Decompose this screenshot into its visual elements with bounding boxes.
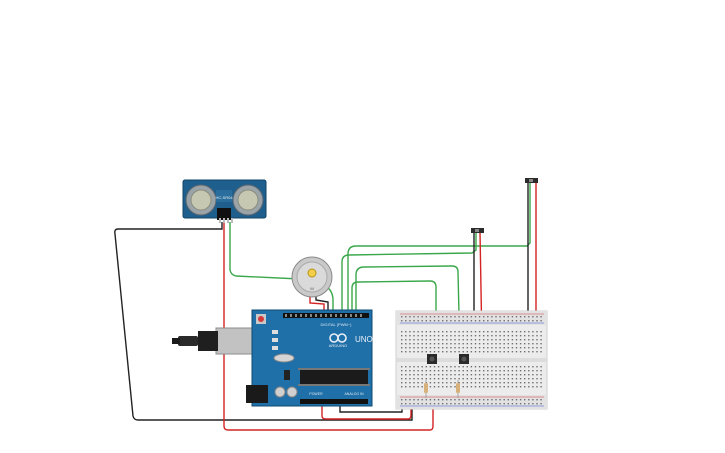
arduino-logo-icon bbox=[329, 333, 347, 343]
usb-cable bbox=[178, 336, 198, 346]
motor-label: M bbox=[310, 286, 313, 291]
capacitor bbox=[274, 386, 286, 398]
breadboard[interactable] bbox=[395, 310, 548, 410]
power-label: POWER bbox=[309, 392, 323, 396]
sensor-label: HC-SR04 bbox=[215, 195, 233, 200]
wire-5v[interactable] bbox=[321, 404, 412, 420]
wire-motor-red[interactable] bbox=[309, 295, 325, 313]
wire-switch-right[interactable] bbox=[347, 183, 531, 313]
wire-button-1[interactable] bbox=[351, 280, 437, 356]
wire-switch-mid[interactable] bbox=[341, 232, 477, 313]
wire-vcc-sensor[interactable] bbox=[223, 222, 434, 431]
resistor-2[interactable] bbox=[456, 380, 460, 398]
push-button-1[interactable] bbox=[427, 354, 437, 364]
microcontroller-chip bbox=[300, 370, 368, 384]
header-label: DIGITAL (PWM~) bbox=[321, 322, 353, 327]
wire-trig[interactable] bbox=[229, 222, 334, 313]
arduino-uno[interactable]: DIGITAL (PWM~) ARDUINO UNO POWER ANALOG … bbox=[172, 309, 373, 407]
wire-gnd-sensor[interactable] bbox=[114, 222, 413, 421]
push-button-2[interactable] bbox=[459, 354, 469, 364]
breadboard-holes bbox=[401, 316, 542, 405]
wire-button-2[interactable] bbox=[355, 265, 461, 357]
power-jack[interactable] bbox=[246, 385, 268, 403]
ultrasonic-sensor[interactable]: HC-SR04 bbox=[182, 179, 267, 223]
wire-motor-black[interactable] bbox=[315, 295, 329, 313]
model-label: UNO bbox=[355, 335, 373, 344]
slide-switch-1[interactable] bbox=[471, 228, 484, 233]
dc-motor[interactable]: M bbox=[291, 256, 333, 298]
slide-switch-2[interactable] bbox=[525, 178, 538, 183]
crystal bbox=[273, 353, 295, 363]
motor-shaft bbox=[307, 268, 317, 278]
brand-label: ARDUINO bbox=[329, 343, 347, 348]
analog-label: ANALOG IN bbox=[344, 392, 364, 396]
resistor-1[interactable] bbox=[424, 380, 428, 398]
power-header[interactable] bbox=[300, 399, 368, 404]
